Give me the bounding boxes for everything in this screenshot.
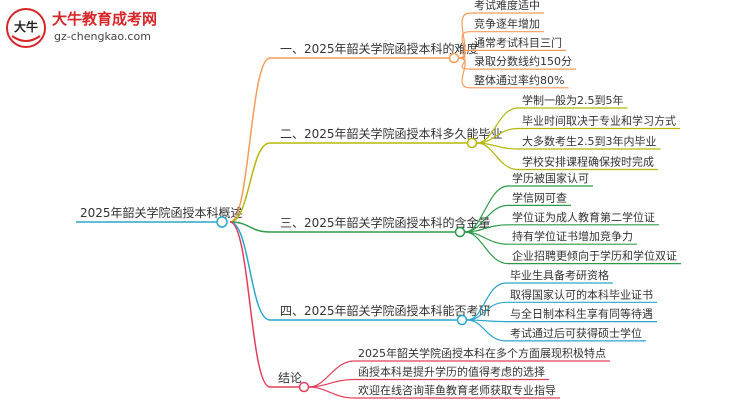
leaf-label: 通常考试科目三门 — [474, 35, 562, 49]
svg-text:大牛: 大牛 — [14, 19, 38, 34]
leaf-connector — [458, 31, 471, 59]
logo-emblem-icon: 大牛 — [6, 8, 46, 48]
branch-connector — [229, 221, 271, 321]
leaf-item: 毕业时间取决于专业和学习方式 — [476, 114, 680, 144]
branch-node-circle — [448, 52, 460, 64]
leaf-label: 毕业生具备考研资格 — [510, 268, 609, 282]
leaf-item: 2025年韶关学院函授本科在多个方面展现积极特点 — [308, 346, 610, 388]
leaf-connector — [308, 386, 355, 399]
leaf-label: 学制一般为2.5到5年 — [522, 93, 624, 107]
leaf-connector — [464, 231, 509, 265]
leaf-label: 欢迎在线咨询菲鱼教育老师获取专业指导 — [358, 383, 556, 397]
brand-logo: 大牛 大牛教育成考网 gz-chengkao.com — [4, 6, 164, 50]
leaf-item: 录取分数线约150分 — [458, 54, 576, 70]
leaf-item: 企业招聘更倾向于学历和学位双证 — [464, 231, 681, 265]
branch-3: 三、2025年韶关学院函授本科的含金量 学历被国家认可学信网可查学位证为成人教育第… — [229, 171, 681, 265]
brand-url: gz-chengkao.com — [54, 30, 151, 43]
root-node-circle — [216, 216, 228, 228]
branch-4: 四、2025年韶关学院函授本科能否考研 毕业生具备考研资格取得国家认可的本科毕业证… — [229, 221, 657, 342]
leaf-item: 大多数考生2.5到3年内毕业 — [476, 134, 661, 150]
leaf-item: 竞争逐年增加 — [458, 17, 544, 59]
branch-node-circle — [298, 381, 310, 393]
branch-label: 二、2025年韶关学院函授本科多久能毕业 — [280, 126, 503, 141]
branch-label: 四、2025年韶关学院函授本科能否考研 — [280, 303, 491, 318]
leaf-connector — [458, 57, 471, 89]
leaf-connector — [476, 107, 519, 144]
branch-connector — [229, 142, 271, 223]
branch-connector — [229, 221, 271, 233]
leaf-item: 取得国家认可的本科毕业证书 — [466, 287, 657, 321]
branch-connector — [229, 221, 271, 388]
leaf-item: 学制一般为2.5到5年 — [476, 93, 628, 144]
brand-name: 大牛教育成考网 — [52, 10, 158, 28]
leaf-label: 企业招聘更倾向于学历和学位双证 — [512, 249, 677, 263]
leaf-label: 竞争逐年增加 — [474, 17, 540, 31]
leaf-label: 取得国家认可的本科毕业证书 — [510, 287, 653, 301]
root-node: 2025年韶关学院函授本科概述 — [76, 205, 243, 223]
leaf-label: 与全日制本科生享有同等待遇 — [510, 307, 653, 321]
leaf-connector — [466, 319, 507, 342]
leaf-item: 学校安排课程确保按时完成 — [476, 142, 658, 171]
leaf-label: 考试通过后可获得硕士学位 — [510, 326, 642, 340]
leaf-item: 考试通过后可获得硕士学位 — [466, 319, 646, 342]
leaf-label: 2025年韶关学院函授本科在多个方面展现积极特点 — [358, 346, 606, 360]
leaf-label: 录取分数线约150分 — [474, 54, 572, 68]
leaf-label: 学位证为成人教育第二学位证 — [512, 210, 655, 224]
leaf-connector — [466, 282, 507, 321]
branch-label: 一、2025年韶关学院函授本科的难度 — [280, 41, 479, 56]
leaf-label: 学历被国家认可 — [512, 171, 589, 185]
leaf-label: 整体通过率约80% — [474, 73, 564, 87]
leaf-label: 函授本科是提升学历的值得考虑的选择 — [358, 365, 545, 379]
branch-connector — [229, 57, 271, 223]
branch-2: 二、2025年韶关学院函授本科多久能毕业 学制一般为2.5到5年毕业时间取决于专业… — [229, 93, 680, 223]
branch-node-circle — [456, 314, 468, 326]
branch-node-circle — [454, 226, 466, 238]
leaf-item: 与全日制本科生享有同等待遇 — [466, 307, 657, 323]
leaf-item: 学位证为成人教育第二学位证 — [464, 210, 659, 233]
branch-1: 一、2025年韶关学院函授本科的难度 考试难度适中竞争逐年增加通常考试科目三门录取… — [229, 0, 576, 223]
leaf-label: 学信网可查 — [512, 190, 567, 204]
branch-node-circle — [466, 137, 478, 149]
leaf-label: 大多数考生2.5到3年内毕业 — [522, 134, 657, 148]
root-label: 2025年韶关学院函授本科概述 — [80, 205, 243, 220]
leaf-item: 通常考试科目三门 — [458, 35, 566, 59]
branch-5: 结论 2025年韶关学院函授本科在多个方面展现积极特点函授本科是提升学历的值得考虑… — [229, 221, 610, 399]
leaf-item: 持有学位证书增加竞争力 — [464, 229, 637, 245]
leaf-connector — [476, 142, 519, 171]
leaf-item: 整体通过率约80% — [458, 57, 569, 89]
branch-label: 三、2025年韶关学院函授本科的含金量 — [280, 215, 491, 230]
leaf-item: 毕业生具备考研资格 — [466, 268, 613, 321]
leaf-label: 持有学位证书增加竞争力 — [512, 229, 633, 243]
leaf-item: 欢迎在线咨询菲鱼教育老师获取专业指导 — [308, 383, 560, 399]
branch-label: 结论 — [278, 371, 302, 385]
leaf-label: 考试难度适中 — [474, 0, 540, 12]
leaf-label: 毕业时间取决于专业和学习方式 — [522, 114, 676, 128]
leaf-label: 学校安排课程确保按时完成 — [522, 155, 654, 169]
